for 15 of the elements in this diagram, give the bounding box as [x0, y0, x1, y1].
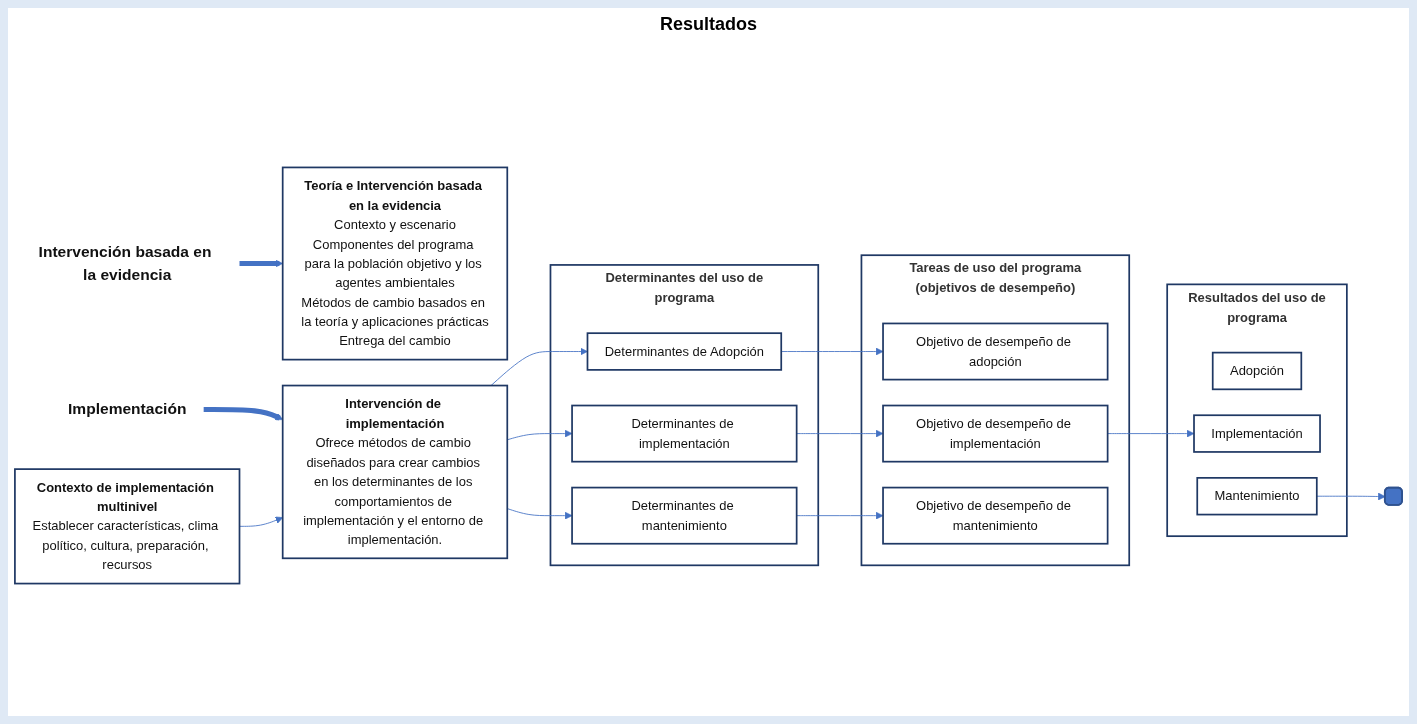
- node-box: Objetivo de desempeño de implementación: [882, 404, 1109, 463]
- node-text: Intervención basada en la evidencia: [38, 242, 212, 284]
- node-box: Determinantes de Adopción: [586, 332, 783, 371]
- node-box: Objetivo de desempeño de mantenimiento: [882, 486, 1109, 545]
- node-box: Determinantes de mantenimiento: [571, 486, 798, 545]
- node-box: Objetivo de desempeño de adopción: [882, 322, 1109, 381]
- node-box: Adopción: [1211, 351, 1303, 391]
- node-box: Intervención de implementación Ofrece métodos de cambio diseñados para crear cambios en los determinantes de los comportamientos de implementación y el entorno de implementación.: [281, 384, 509, 560]
- node-box: Implementación: [1193, 414, 1321, 453]
- node-box: Contexto de implementación multinivel Establecer características, clima político, cultura, preparación, recursos: [14, 468, 241, 585]
- section-heading: Resultados: [660, 14, 757, 35]
- node-text: Implementación: [68, 400, 187, 418]
- node-box: Mantenimiento: [1196, 477, 1318, 516]
- node-box: Determinantes de implementación: [571, 404, 798, 463]
- node-box: Teoría e Intervención basada en la evidencia Contexto y escenario Componentes del programa para la población objetivo y los agentes ambientales Métodos de cambio basados en la teoría y aplicaciones prácticas Entrega del cambio: [281, 166, 509, 361]
